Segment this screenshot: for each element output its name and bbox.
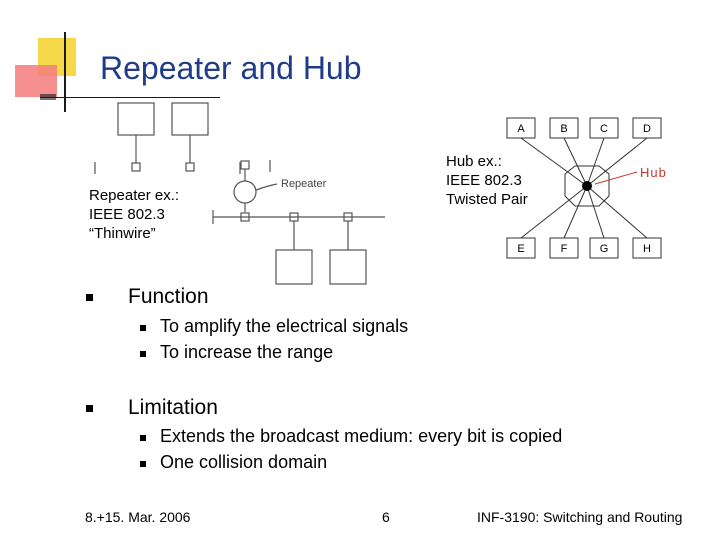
hub-node-g: G xyxy=(600,243,609,255)
repeater-diagram-label: Repeater xyxy=(281,178,327,190)
sub-bullet-marker xyxy=(140,325,146,331)
bullet-function: Function xyxy=(128,285,209,308)
sub-bullet-marker xyxy=(140,351,146,357)
sub-bullet-limitation-2: One collision domain xyxy=(160,452,328,472)
hub-node-h: H xyxy=(643,243,651,255)
sub-bullet-function-2: To increase the range xyxy=(160,342,334,362)
hub-diagram: A B C D E F G H Hub xyxy=(506,117,667,259)
hub-caption-line: Hub ex.: xyxy=(446,153,502,170)
decor-red-square xyxy=(15,65,57,97)
footer-page-number: 6 xyxy=(382,509,390,525)
repeater-caption-line: Repeater ex.: xyxy=(89,187,180,204)
sub-bullet-function-1: To amplify the electrical signals xyxy=(160,316,409,336)
hub-node-e: E xyxy=(517,243,524,255)
sub-bullet-marker xyxy=(140,461,146,467)
repeater-caption-line: “Thinwire” xyxy=(89,225,156,242)
hub-caption-line: Twisted Pair xyxy=(446,191,528,208)
sub-bullet-limitation-1: Extends the broadcast medium: every bit … xyxy=(160,426,563,446)
footer-date: 8.+15. Mar. 2006 xyxy=(85,509,191,525)
footer-course: INF-3190: Switching and Routing xyxy=(477,509,683,525)
hub-node-c: C xyxy=(600,123,608,135)
hub-node-f: F xyxy=(561,243,568,255)
decor-horizontal-line xyxy=(40,97,220,98)
bullet-limitation: Limitation xyxy=(128,396,218,419)
bullet-marker xyxy=(86,294,93,301)
hub-node-b: B xyxy=(560,123,567,135)
hub-caption-line: IEEE 802.3 xyxy=(446,172,522,189)
repeater-caption: Repeater ex.: IEEE 802.3 “Thinwire” xyxy=(89,186,179,243)
hub-node-d: D xyxy=(643,123,651,135)
decor-small-box xyxy=(40,94,56,100)
repeater-diagram: Repeater xyxy=(94,102,385,285)
hub-caption: Hub ex.: IEEE 802.3 Twisted Pair xyxy=(446,152,528,209)
bullet-marker xyxy=(86,405,93,412)
slide-title: Repeater and Hub xyxy=(100,50,362,86)
decor-vertical-line xyxy=(64,32,66,112)
repeater-caption-line: IEEE 802.3 xyxy=(89,206,165,223)
hub-diagram-label: Hub xyxy=(640,165,667,180)
sub-bullet-marker xyxy=(140,435,146,441)
hub-node-a: A xyxy=(517,123,525,135)
